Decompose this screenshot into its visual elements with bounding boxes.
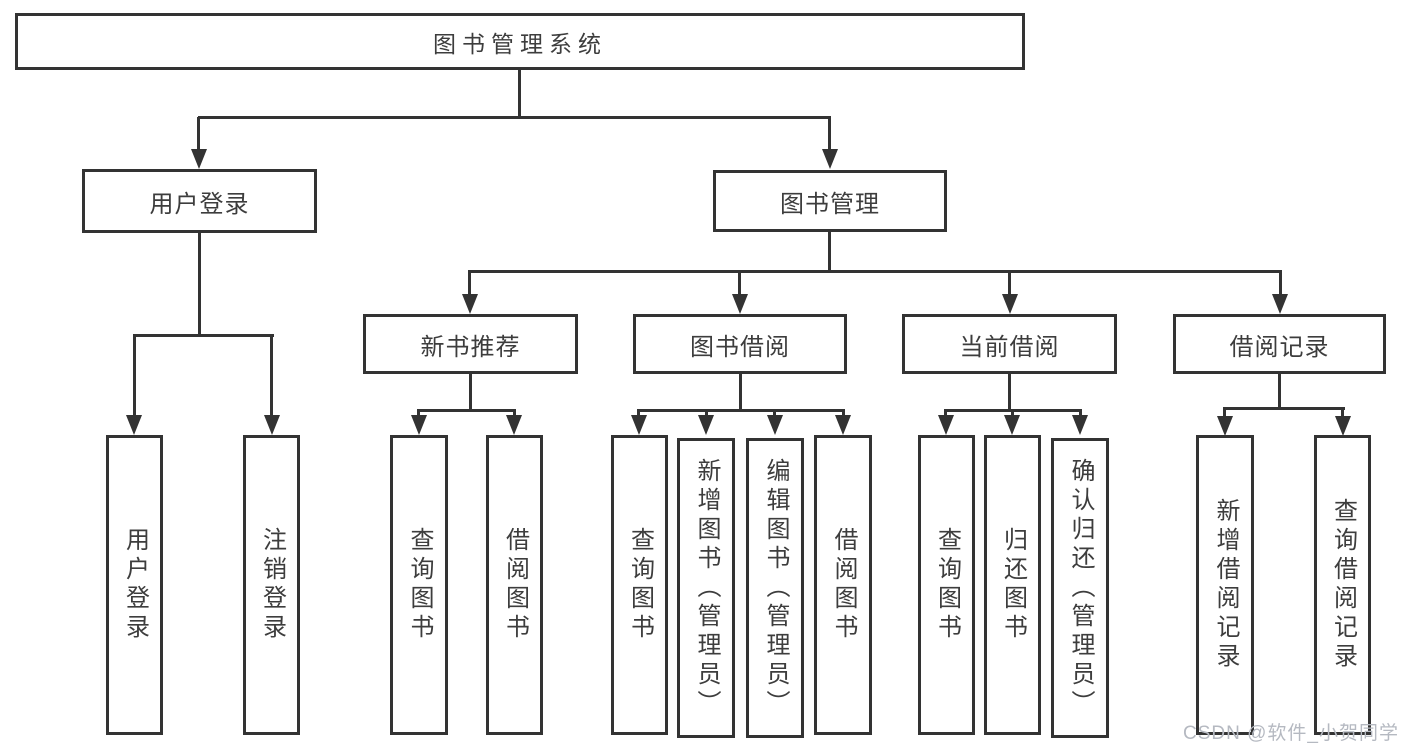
connector-line	[1079, 409, 1082, 418]
arrowhead	[1004, 415, 1020, 435]
arrowhead	[1072, 415, 1088, 435]
leaf-query-books-3: 查询图书	[918, 435, 975, 735]
leaf-logout: 注销登录	[243, 435, 300, 735]
connector-line	[1223, 407, 1345, 410]
leaf-confirm-return-admin-label: 确认归还（管理员）	[1067, 457, 1094, 719]
arrowhead	[1217, 416, 1233, 436]
leaf-query-books-2: 查询图书	[611, 435, 668, 735]
connector-line	[842, 409, 845, 418]
connector-line	[828, 232, 831, 272]
node-user-login-label: 用户登录	[149, 190, 250, 218]
arrowhead	[938, 415, 954, 435]
node-root-label: 图书管理系统	[433, 30, 607, 57]
connector-line	[270, 334, 273, 420]
node-new-book-recommendation-label: 新书推荐	[420, 333, 521, 361]
leaf-user-login-label: 用户登录	[121, 527, 149, 643]
leaf-borrow-books-2-label: 借阅图书	[830, 527, 857, 643]
connector-line	[1008, 374, 1011, 411]
connector-line	[1011, 409, 1014, 418]
arrowhead	[698, 415, 714, 435]
node-user-login: 用户登录	[82, 169, 317, 233]
connector-line	[468, 270, 471, 298]
connector-line	[1223, 407, 1226, 418]
connector-line	[1341, 407, 1344, 418]
arrowhead	[191, 149, 207, 169]
leaf-edit-books-admin: 编辑图书（管理员）	[746, 438, 804, 738]
connector-line	[468, 270, 1282, 273]
leaf-return-books: 归还图书	[984, 435, 1041, 735]
arrowhead	[264, 415, 280, 435]
leaf-borrow-books-2: 借阅图书	[814, 435, 872, 735]
connector-line	[197, 117, 200, 153]
leaf-query-books-1: 查询图书	[390, 435, 448, 735]
arrowhead	[1002, 294, 1018, 314]
connector-line	[133, 334, 136, 420]
leaf-edit-books-admin-label: 编辑图书（管理员）	[762, 457, 789, 719]
leaf-user-login: 用户登录	[106, 435, 163, 735]
connector-line	[739, 374, 742, 411]
connector-line	[637, 409, 640, 418]
leaf-query-books-1-label: 查询图书	[406, 527, 433, 643]
connector-line	[944, 409, 947, 418]
node-borrowing-records-label: 借阅记录	[1229, 333, 1330, 361]
arrowhead	[822, 149, 838, 169]
node-book-management-label: 图书管理	[780, 190, 880, 218]
leaf-return-books-label: 归还图书	[999, 527, 1027, 643]
arrowhead	[506, 415, 522, 435]
arrowhead	[767, 415, 783, 435]
leaf-logout-label: 注销登录	[258, 527, 286, 643]
arrowhead	[732, 294, 748, 314]
leaf-borrow-books-1: 借阅图书	[486, 435, 543, 735]
csdn-watermark: CSDN @软件_小贺同学	[1183, 723, 1399, 744]
leaf-borrow-books-1-label: 借阅图书	[501, 527, 529, 643]
connector-line	[518, 70, 521, 118]
leaf-query-books-2-label: 查询图书	[626, 527, 654, 643]
arrowhead	[1272, 294, 1288, 314]
arrowhead	[411, 415, 427, 435]
connector-line	[133, 334, 274, 337]
connector-line	[198, 233, 201, 336]
leaf-add-books-admin: 新增图书（管理员）	[677, 438, 735, 738]
connector-line	[637, 409, 845, 412]
node-borrowing-records: 借阅记录	[1173, 314, 1386, 374]
connector-line	[738, 270, 741, 298]
leaf-add-borrow-record-label: 新增借阅记录	[1212, 498, 1239, 672]
connector-line	[1279, 270, 1282, 298]
leaf-query-books-3-label: 查询图书	[933, 527, 961, 643]
connector-line	[828, 117, 831, 153]
connector-line	[773, 409, 776, 418]
node-book-borrowing: 图书借阅	[633, 314, 847, 374]
leaf-add-books-admin-label: 新增图书（管理员）	[693, 457, 720, 719]
connector-line	[705, 409, 708, 418]
connector-line	[513, 409, 516, 418]
connector-line	[469, 374, 472, 411]
arrowhead	[1335, 416, 1351, 436]
arrowhead	[462, 294, 478, 314]
arrowhead	[835, 415, 851, 435]
leaf-query-borrow-record-label: 查询借阅记录	[1329, 498, 1357, 672]
node-book-management: 图书管理	[713, 170, 947, 232]
node-current-borrowing: 当前借阅	[902, 314, 1117, 374]
connector-line	[1278, 374, 1281, 410]
node-root: 图书管理系统	[15, 13, 1025, 70]
leaf-query-borrow-record: 查询借阅记录	[1314, 435, 1371, 735]
leaf-confirm-return-admin: 确认归还（管理员）	[1051, 438, 1109, 738]
node-current-borrowing-label: 当前借阅	[959, 333, 1060, 361]
arrowhead	[126, 415, 142, 435]
connector-line	[417, 409, 516, 412]
node-new-book-recommendation: 新书推荐	[363, 314, 578, 374]
leaf-add-borrow-record: 新增借阅记录	[1196, 435, 1254, 735]
arrowhead	[631, 415, 647, 435]
connector-line	[1008, 270, 1011, 298]
connector-line	[198, 116, 831, 119]
node-book-borrowing-label: 图书借阅	[690, 333, 790, 361]
connector-line	[417, 409, 420, 418]
